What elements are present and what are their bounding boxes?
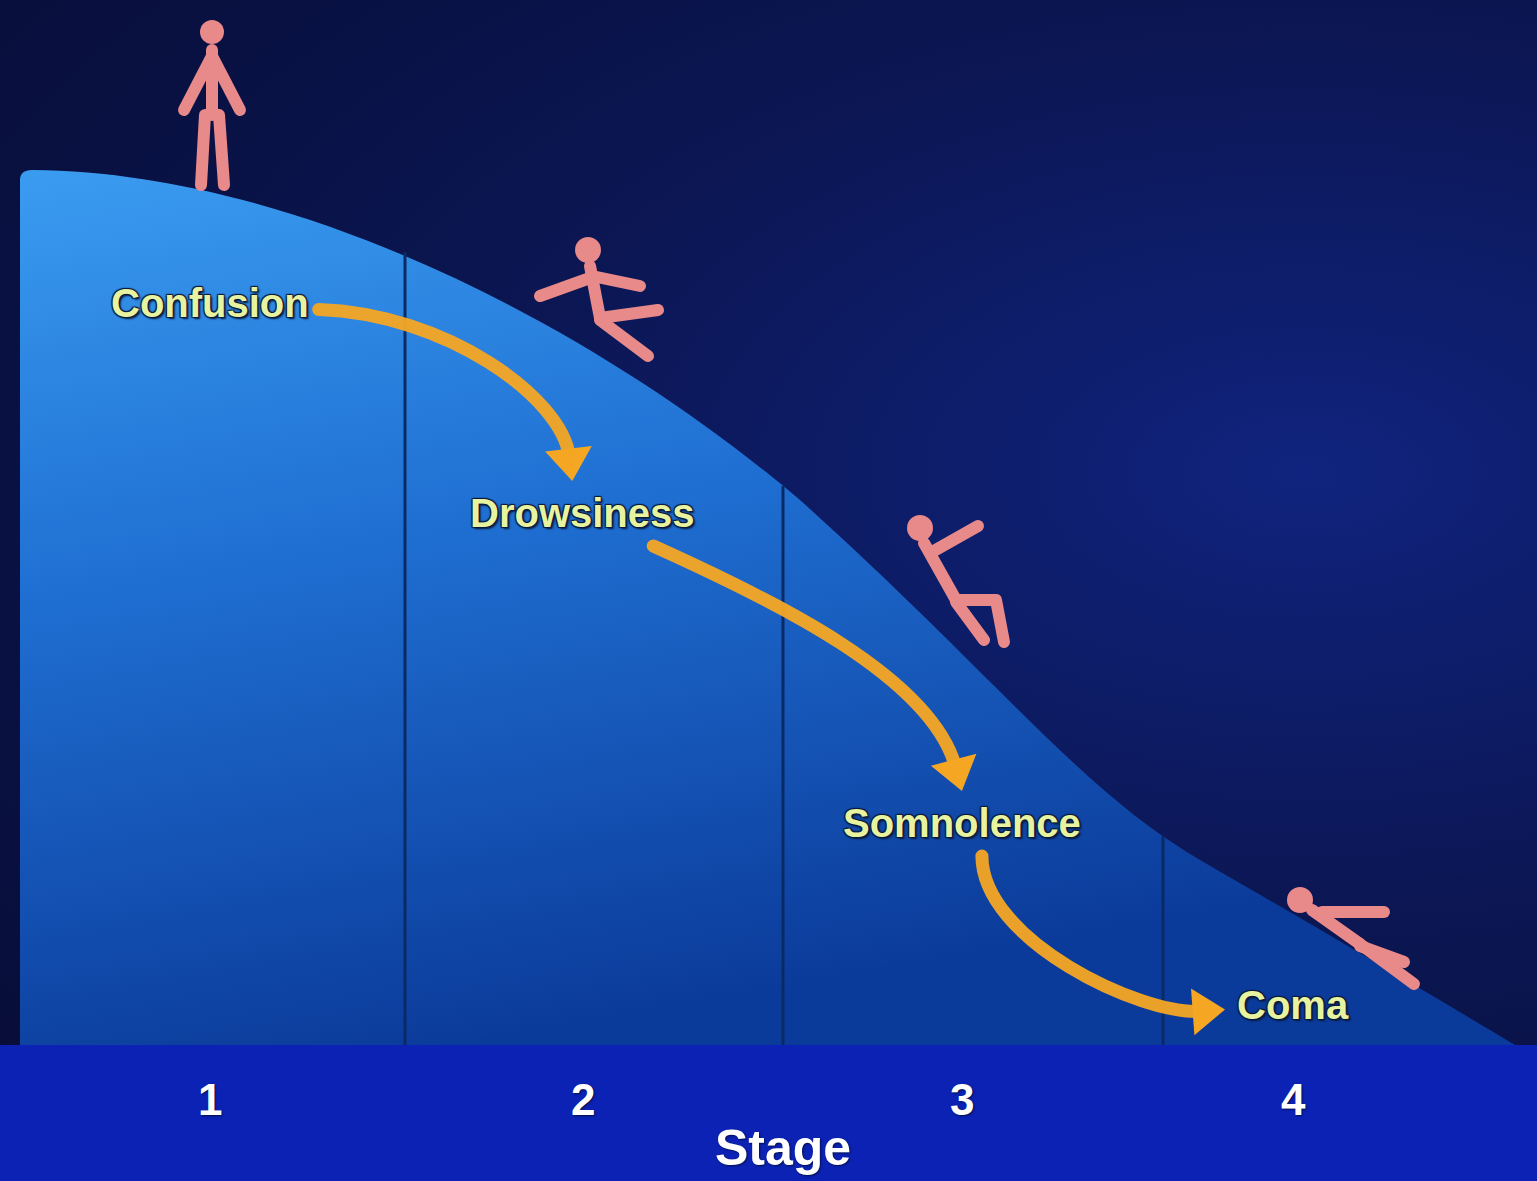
person-figure bbox=[1287, 887, 1414, 984]
stage-node: Confusion bbox=[105, 277, 315, 330]
person-figure bbox=[540, 237, 658, 356]
stage-axis-band bbox=[0, 1045, 1537, 1181]
person-figure bbox=[184, 20, 240, 185]
stage-number: 4 bbox=[1281, 1075, 1305, 1125]
stage-number: 1 bbox=[198, 1075, 222, 1125]
stage-name: Coma bbox=[1237, 983, 1348, 1028]
stage-number: 3 bbox=[950, 1075, 974, 1125]
axis-title: Stage bbox=[715, 1119, 851, 1177]
progression-arrow bbox=[982, 856, 1225, 1035]
stage-name: Somnolence bbox=[843, 801, 1081, 846]
stage-number: 2 bbox=[571, 1075, 595, 1125]
stage-node: Drowsiness bbox=[464, 487, 701, 540]
stage-name: Drowsiness bbox=[470, 491, 695, 536]
progression-arrow bbox=[319, 310, 592, 482]
stage-name: Confusion bbox=[111, 281, 309, 326]
hill-shape bbox=[20, 170, 1515, 1045]
progression-arrow bbox=[653, 546, 976, 791]
stage-node: Somnolence bbox=[837, 797, 1087, 850]
stage-divider bbox=[404, 252, 407, 1045]
stage-node: Coma bbox=[1231, 979, 1354, 1032]
person-figure bbox=[907, 515, 1004, 642]
stage-divider bbox=[782, 486, 785, 1045]
stage-divider bbox=[1162, 836, 1165, 1045]
